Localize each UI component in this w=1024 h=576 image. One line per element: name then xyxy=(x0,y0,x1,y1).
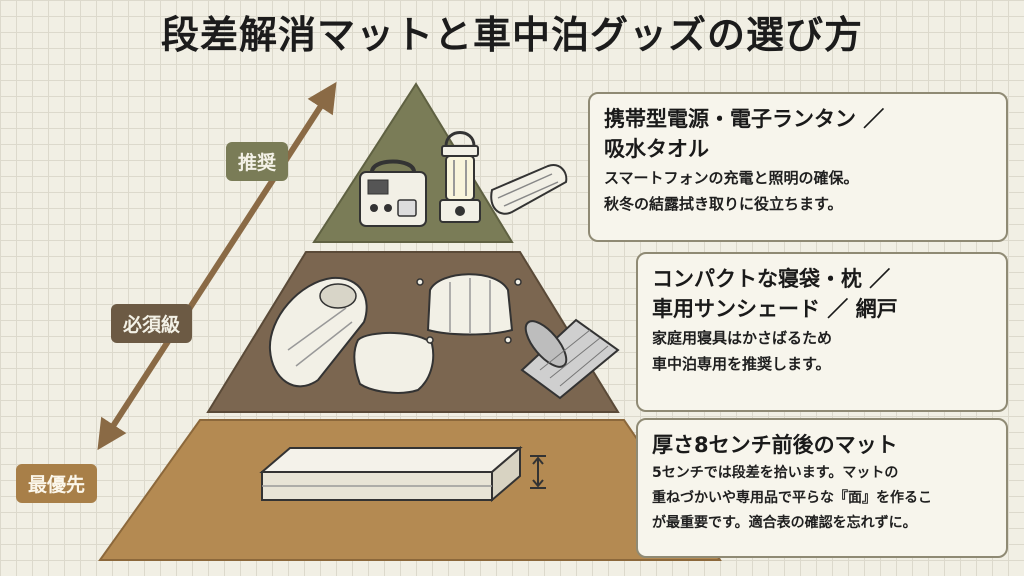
tier-bottom-desc-line3: が最重要です。適合表の確認を忘れずに。 xyxy=(652,515,917,531)
portable-power-station-icon xyxy=(359,159,427,227)
tier-middle-title-line1: コンパクトな寝袋・枕 ／ xyxy=(652,267,891,291)
tier-card-middle: コンパクトな寝袋・枕 ／ 車用サンシェード ／ 網戸 家庭用寝具はかさばるため … xyxy=(636,252,1008,412)
sleeping-bag-icon xyxy=(268,276,368,388)
page-title: 段差解消マットと車中泊グッズの選び方 xyxy=(160,13,863,57)
tier-top-title-line1: 携帯型電源・電子ランタン ／ xyxy=(604,107,885,131)
tier-top-desc-line2: 秋冬の結露拭き取りに役立ちます。 xyxy=(604,195,843,213)
priority-arrow xyxy=(97,81,337,451)
tier-bottom-desc-line2: 重ねづかいや専用品で平らな『面』を作るこ xyxy=(652,490,932,506)
lantern-icon xyxy=(439,131,481,223)
tier-middle-desc-line2: 車中泊専用を推奨します。 xyxy=(652,355,831,373)
tier-top-desc-line1: スマートフォンの充電と照明の確保。 xyxy=(604,169,859,187)
mattress-icon xyxy=(259,445,523,503)
tier-bottom-title: 厚さ8センチ前後のマット xyxy=(652,433,898,457)
thickness-arrow-icon xyxy=(530,455,546,489)
tier-card-top: 携帯型電源・電子ランタン ／ 吸水タオル スマートフォンの充電と照明の確保。 秋… xyxy=(588,92,1008,242)
tier-card-bottom: 厚さ8センチ前後のマット 5センチでは段差を拾います。マットの 重ねづかいや専用… xyxy=(636,418,1008,558)
pillow-icon xyxy=(353,332,435,394)
towel-icon xyxy=(490,164,568,215)
badge-recommended: 推奨 xyxy=(226,142,289,181)
window-net-icon xyxy=(520,318,620,400)
tier-middle-desc-line1: 家庭用寝具はかさばるため xyxy=(652,329,833,347)
tier-middle-title-line2: 車用サンシェード ／ 網戸 xyxy=(652,297,898,321)
badge-top-priority: 最優先 xyxy=(16,464,98,503)
tier-bottom-desc-line1: 5センチでは段差を拾います。マットの xyxy=(652,465,899,481)
sunshade-icon xyxy=(416,273,522,344)
tier-top-title-line2: 吸水タオル xyxy=(604,137,709,161)
badge-essential: 必須級 xyxy=(111,304,193,343)
